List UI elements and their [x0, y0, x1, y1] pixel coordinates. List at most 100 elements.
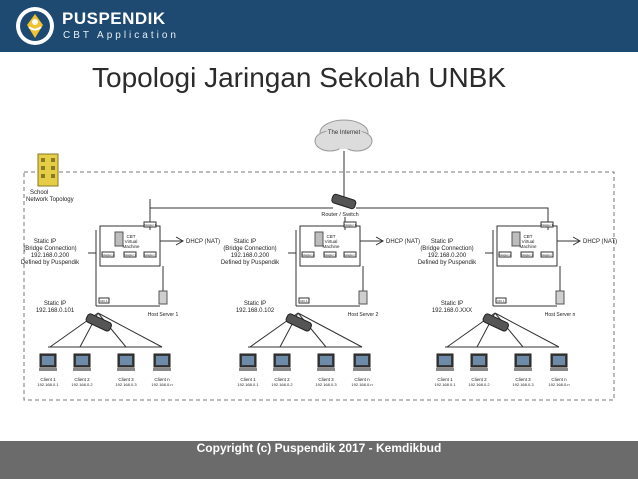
adapter-box: [143, 221, 157, 228]
switch-static-ip-value: 192.168.0.102: [236, 308, 275, 314]
dhcp-label: DHCP (NAT): [583, 239, 617, 245]
client-ip-label: 192.168.0.3: [115, 382, 137, 387]
client-computer-icon: [117, 353, 135, 371]
vm-label-2: Virtual: [522, 239, 535, 244]
adapter-label: Adapter 1: [144, 223, 157, 227]
lan-switch-icon: [482, 313, 509, 332]
client-links: [48, 312, 163, 348]
adapter-label: Adapter 3: [324, 253, 337, 257]
internet-label: The Internet: [328, 130, 361, 136]
school-building-icon: [37, 153, 59, 187]
adapter-label: Adapter n: [144, 253, 157, 257]
virtual-machine-icon: [314, 231, 324, 247]
client-name-label: Client 3: [318, 377, 334, 382]
client-ip-label: 192.168.0.n: [351, 382, 372, 387]
host-connection-lines: [248, 225, 383, 348]
client-links: [248, 312, 363, 348]
adapter-label: Adapter n: [344, 253, 357, 257]
virtual-machine-icon: [511, 231, 521, 247]
adapter-box: [143, 251, 157, 258]
bridge-connection-label: (Bridge Connection): [23, 246, 76, 252]
host-links: [88, 230, 183, 307]
host-server-label: Host Server 1: [148, 312, 179, 318]
client-computer-icon: [273, 353, 291, 371]
host-group-3: Static IP (Bridge Connection)192.168.0.20…: [418, 221, 617, 387]
internet-cloud-icon: [314, 119, 373, 152]
host-links: [288, 230, 383, 307]
client-computer-icon: [470, 353, 488, 371]
adapter-box: [343, 221, 357, 228]
vm-label-3: Machine: [322, 244, 340, 249]
host-server-icon: [555, 290, 565, 305]
client-ip-label: 192.168.0.1: [434, 382, 456, 387]
client-name-label: Client 2: [471, 377, 487, 382]
defined-by-label: Defined by Puspendik: [418, 260, 477, 266]
client-ip-label: 192.168.0.n: [151, 382, 172, 387]
client-computer-icon: [436, 353, 454, 371]
client-computer-icon: [514, 353, 532, 371]
client-computer-icon: [353, 353, 371, 371]
adapter-label: Adapter 2: [102, 253, 115, 257]
adapter-label: NIC 1: [300, 299, 308, 303]
bridge-ip-label: 192.168.0.200: [31, 253, 70, 259]
footer-bar: Copyright (c) Puspendik 2017 - Kemdikbud: [0, 441, 638, 479]
vm-label-2: Virtual: [325, 239, 338, 244]
defined-by-label: Defined by Puspendik: [21, 260, 80, 266]
adapter-box: [123, 251, 137, 258]
client-ip-label: 192.168.0.3: [315, 382, 337, 387]
switch-static-ip-value: 192.168.0.XXX: [432, 308, 472, 314]
school-boundary: [23, 171, 615, 401]
client-computer-icon: [550, 353, 568, 371]
network-topology-diagram: The Internet School Network Topology Rou…: [21, 119, 617, 401]
adapter-label: Adapter 1: [344, 223, 357, 227]
lan-switch-icon: [85, 313, 112, 332]
bridge-connection-label: (Bridge Connection): [420, 246, 473, 252]
bridge-ip-label: 192.168.0.200: [428, 253, 467, 259]
dhcp-label: DHCP (NAT): [186, 239, 220, 245]
client-name-label: Client 1: [40, 377, 56, 382]
vm-label-3: Machine: [519, 244, 537, 249]
client-computer-icon: [317, 353, 335, 371]
vm-label-2: Virtual: [125, 239, 138, 244]
switch-static-ip-label: Static IP: [44, 301, 66, 307]
client-computer-icon: [39, 353, 57, 371]
host-links: [485, 230, 580, 307]
adapter-label: Adapter n: [541, 253, 554, 257]
vm-enclosure: [99, 225, 161, 267]
adapter-box: [498, 251, 512, 258]
client-ip-label: 192.168.0.2: [271, 382, 293, 387]
client-ip-label: 192.168.0.n: [548, 382, 569, 387]
host-group-2: Static IP(Bridge Connection)192.168.0.20…: [221, 221, 420, 387]
host-server-label: Host Server n: [545, 312, 576, 318]
dhcp-arrow-icon: [375, 236, 385, 246]
adapter-box: [540, 251, 554, 258]
client-computer-icon: [153, 353, 171, 371]
adapter-box: [301, 251, 315, 258]
switch-static-ip-label: Static IP: [441, 301, 463, 307]
client-ip-label: 192.168.0.3: [512, 382, 534, 387]
host-connection-lines: [445, 225, 580, 348]
copyright-text: Copyright (c) Puspendik 2017 - Kemdikbud: [196, 441, 442, 455]
vm-label-3: Machine: [122, 244, 140, 249]
school-label-2: Network Topology: [26, 197, 74, 203]
client-name-label: Client n: [354, 377, 370, 382]
adapter-label: Adapter 2: [302, 253, 315, 257]
host-group-1: Static IP(Bridge Connection)192.168.0.20…: [21, 221, 220, 387]
host-server-icon: [158, 290, 168, 305]
client-name-label: Client 3: [118, 377, 134, 382]
adapter-box: [298, 297, 310, 304]
adapter-label: Adapter 2: [499, 253, 512, 257]
client-ip-label: 192.168.0.2: [468, 382, 490, 387]
client-name-label: Client 2: [74, 377, 90, 382]
header-bar: PUSPENDIK CBT Application: [0, 0, 638, 52]
adapter-label: Adapter 3: [521, 253, 534, 257]
bridge-static-ip-label: Static IP: [34, 239, 56, 245]
client-computer-icon: [73, 353, 91, 371]
dhcp-label: DHCP (NAT): [386, 239, 420, 245]
adapter-label: Adapter 3: [124, 253, 137, 257]
adapter-box: [323, 251, 337, 258]
vm-enclosure: [299, 225, 361, 267]
defined-by-label: Defined by Puspendik: [221, 260, 280, 266]
bridge-ip-label: 192.168.0.200: [231, 253, 270, 259]
adapter-box: [540, 221, 554, 228]
